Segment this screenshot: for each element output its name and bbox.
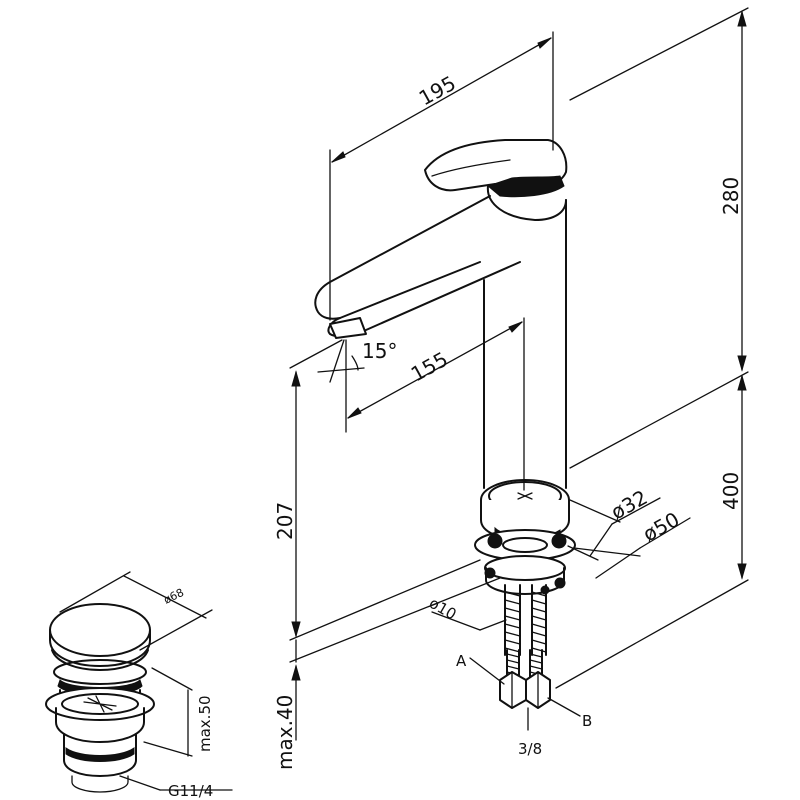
aerator — [329, 317, 367, 339]
drain-max-height: max.50 — [196, 695, 214, 752]
drain-thread: G11/4 — [168, 782, 213, 800]
dim-rod-diameter: ø10 — [426, 594, 459, 624]
dim-spout-height: 207 — [273, 502, 297, 540]
label-hose-b: B — [582, 712, 592, 730]
dim-max-countertop: max.40 — [273, 695, 297, 770]
dim-thread: 3/8 — [518, 740, 542, 758]
handle-hub — [486, 175, 565, 198]
dimension-lines — [289, 7, 749, 741]
threaded-rods — [504, 584, 547, 656]
dim-total-height: 280 — [719, 177, 743, 215]
drain-plug — [45, 571, 233, 793]
dim-base-diameter: ø50 — [639, 507, 684, 546]
dim-spout-angle: 15° — [362, 339, 397, 363]
faucet-body — [314, 139, 568, 489]
label-hose-a: A — [456, 652, 467, 670]
dim-spout-length: 195 — [415, 71, 460, 111]
mounting-assembly — [474, 479, 576, 731]
drain-cap — [49, 603, 151, 657]
dim-spout-reach: 155 — [407, 347, 452, 387]
hoses — [499, 649, 551, 731]
spout-top — [314, 195, 491, 320]
lock-nut — [484, 555, 566, 581]
drain-cap-diameter: ø68 — [162, 586, 186, 607]
dim-hose-length: 400 — [719, 472, 743, 510]
lever-handle — [424, 139, 568, 192]
